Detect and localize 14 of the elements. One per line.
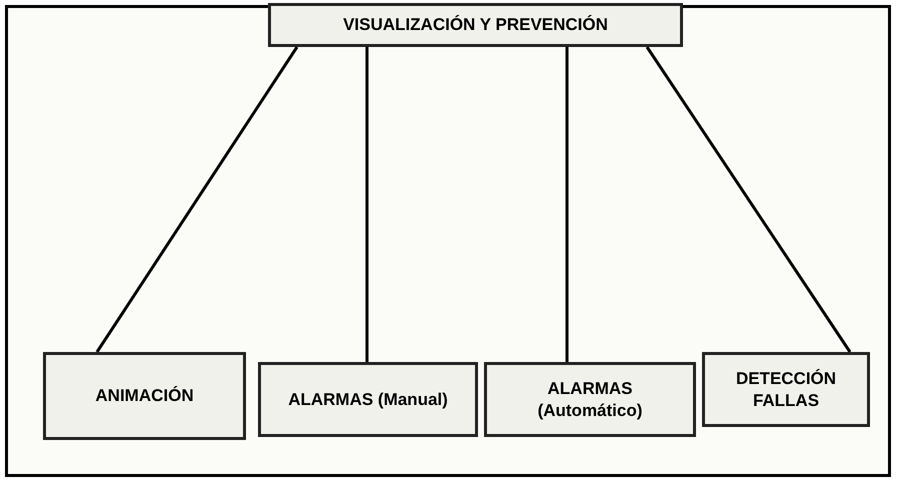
category-box bbox=[43, 352, 246, 440]
box-label: DETECCIÓN FALLAS bbox=[734, 368, 838, 411]
box-label: VISUALIZACIÓN Y PREVENCIÓN bbox=[343, 14, 608, 36]
box-label: ALARMAS (Manual) bbox=[288, 388, 448, 410]
category-box bbox=[702, 352, 870, 427]
connector-line bbox=[646, 46, 852, 353]
connector-line bbox=[566, 47, 568, 362]
connector-line bbox=[96, 46, 298, 353]
category-box bbox=[258, 362, 478, 437]
box-label: ANIMACIÓN bbox=[95, 385, 194, 407]
category-box bbox=[268, 3, 683, 47]
box-label: ALARMAS (Automático) bbox=[536, 378, 644, 421]
connector-line bbox=[366, 47, 368, 362]
category-box bbox=[484, 362, 696, 437]
